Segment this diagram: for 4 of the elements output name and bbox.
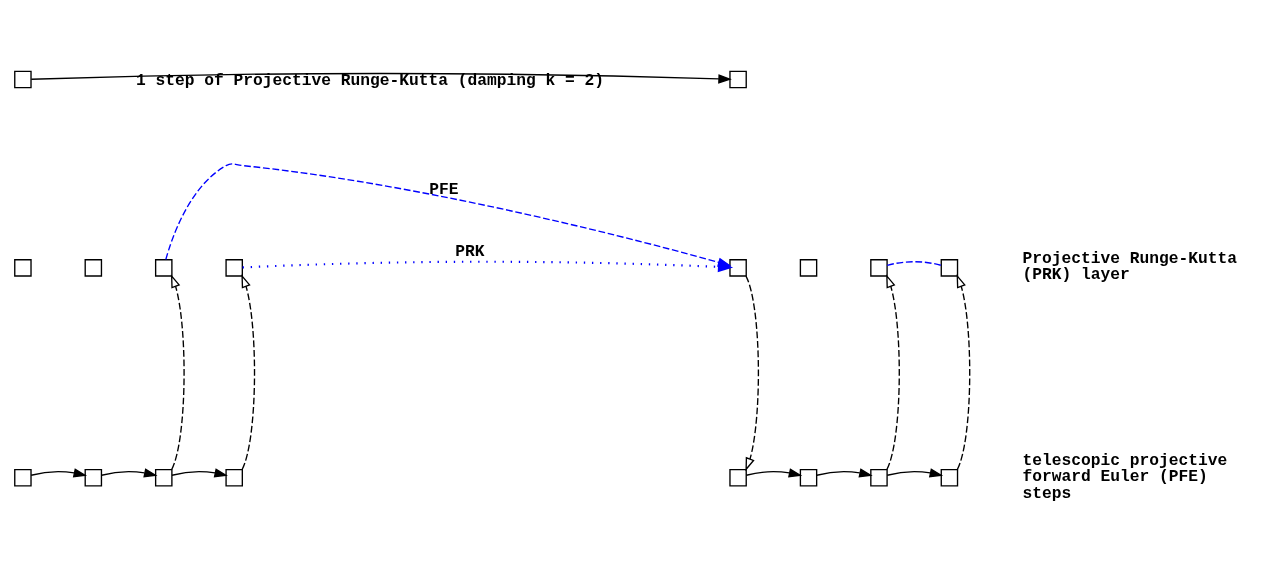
edge-label: PRK xyxy=(455,241,485,261)
edge-label: PFE xyxy=(429,179,459,199)
label: Projective Runge-Kutta (PRK) layer xyxy=(1022,248,1238,284)
label: telescopic projective forward Euler (PFE) steps xyxy=(1022,450,1228,503)
